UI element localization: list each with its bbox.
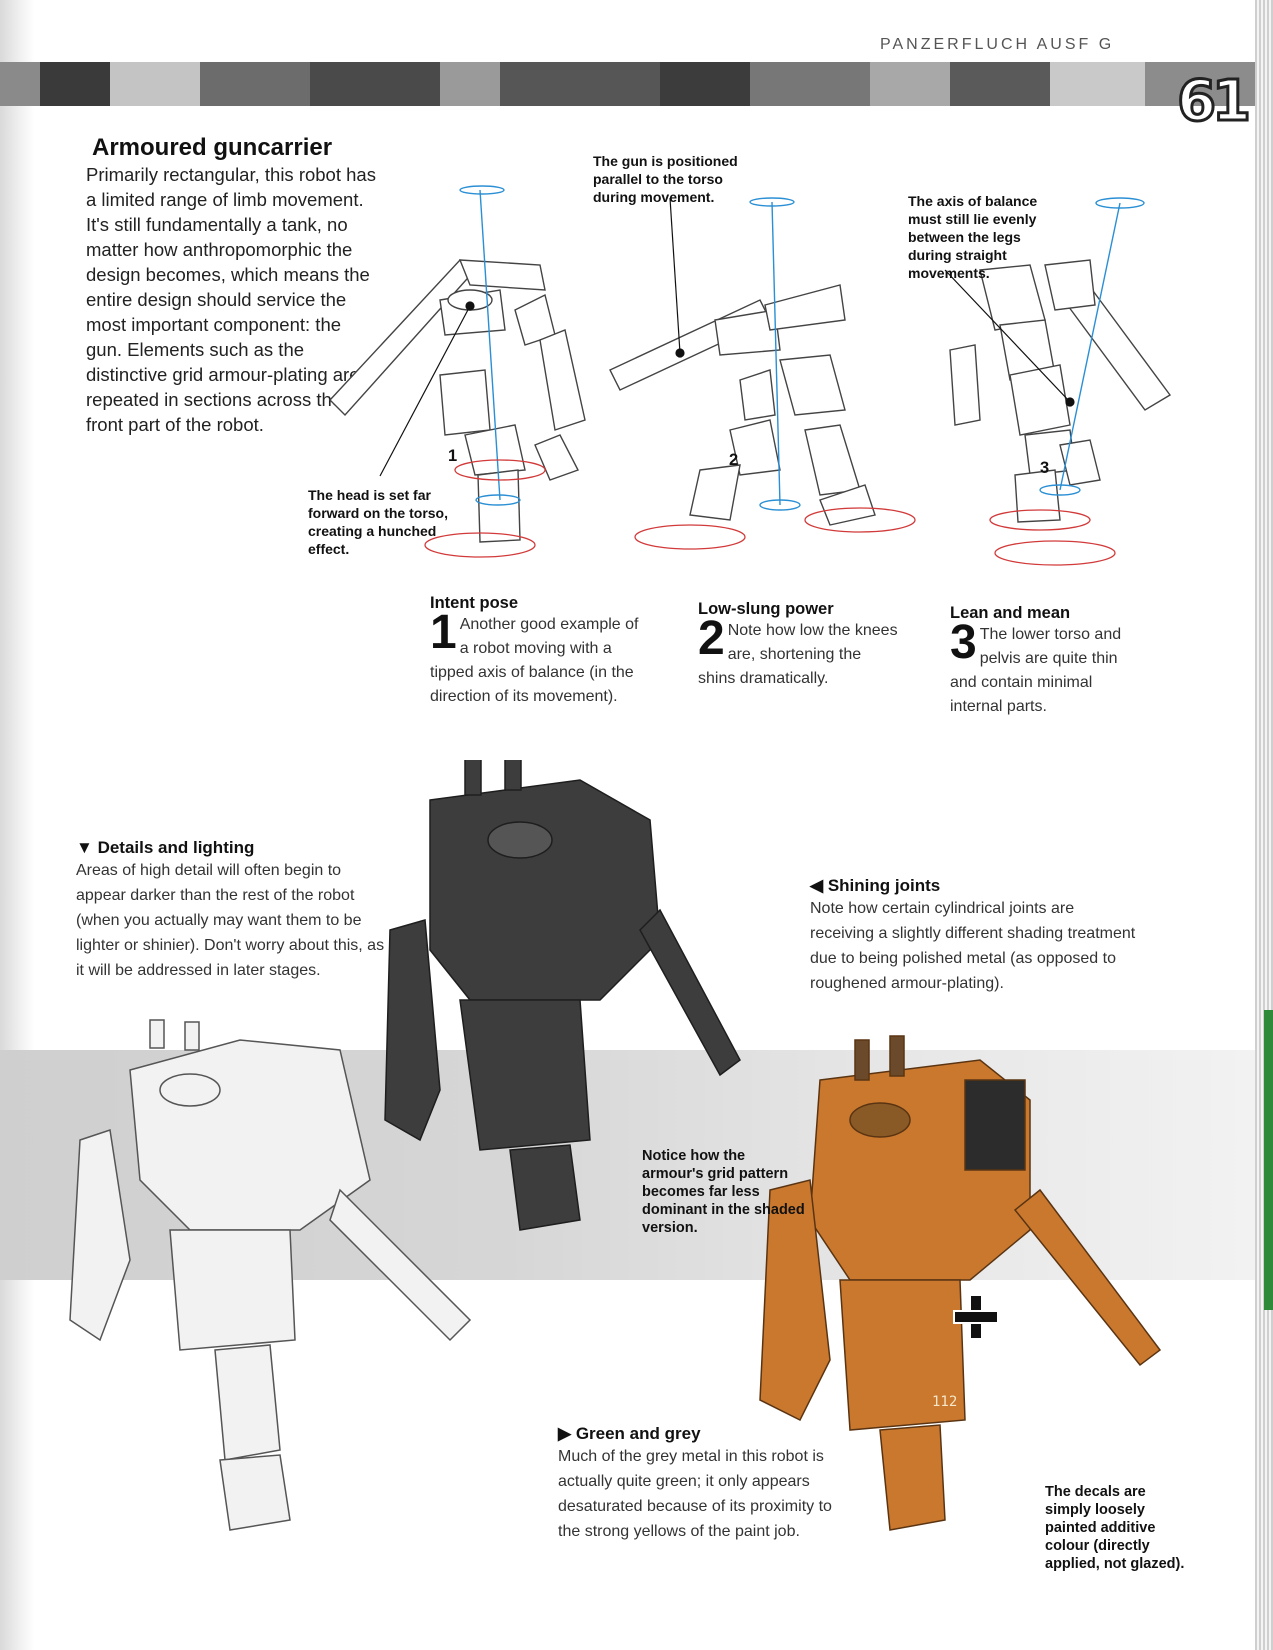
step-title: Low-slung power — [698, 600, 834, 618]
details-body: Areas of high detail will often begin to… — [76, 862, 385, 979]
joints-body: Note how certain cylindrical joints are … — [810, 900, 1136, 992]
intro-title: Armoured guncarrier — [92, 134, 333, 161]
gun-callout: The gun is positioned parallel to the to… — [593, 153, 738, 205]
green-grey-title: ▶ Green and grey — [558, 1424, 833, 1444]
joints-title: ◀ Shining joints — [810, 876, 1140, 896]
page-edge-tab — [1264, 1010, 1273, 1310]
step-number: 3 — [950, 616, 977, 669]
step-text: Note how low the knees are, shortening t… — [698, 622, 898, 687]
robot-renders — [69, 760, 1162, 1531]
step-3: Lean and mean 3 The lower torso and pelv… — [950, 604, 1140, 719]
painted-robot — [759, 1035, 1162, 1531]
sketch-label-3: 3 — [1040, 459, 1050, 477]
step-title: Intent pose — [430, 594, 519, 612]
decal-number: 112 — [932, 1394, 958, 1410]
lineart-robot — [69, 1019, 472, 1531]
step-number: 2 — [698, 612, 725, 665]
sketch-robot-2 — [609, 284, 876, 526]
details-title: ▼ Details and lighting — [76, 838, 386, 858]
decals-note: The decals are simply loosely painted ad… — [1045, 1484, 1185, 1572]
step-body: 2 Note how low the knees are, shortening… — [698, 612, 898, 691]
step-text: The lower torso and pelvis are quite thi… — [950, 626, 1122, 715]
details-section: ▼ Details and lighting Areas of high det… — [76, 838, 386, 983]
step-text: Another good example of a robot moving w… — [430, 616, 639, 705]
sketch-label-1: 1 — [448, 447, 458, 465]
sketch-robot-3 — [949, 259, 1172, 523]
balkenkreuz-decal — [953, 1294, 999, 1340]
header-band — [0, 62, 1255, 106]
axis-callout: The axis of balance must still lie evenl… — [908, 193, 1038, 281]
step-1: Intent pose 1 Another good example of a … — [430, 594, 640, 709]
ground-plane-ellipses — [424, 459, 1116, 566]
sketch-label-2: 2 — [729, 451, 739, 469]
step-title: Lean and mean — [950, 604, 1071, 622]
green-grey-section: ▶ Green and grey Much of the grey metal … — [558, 1424, 833, 1544]
down-triangle-icon: ▼ — [76, 838, 93, 857]
step-body: 1 Another good example of a robot moving… — [430, 606, 640, 709]
grid-note: Notice how the armour's grid pattern bec… — [642, 1148, 805, 1236]
step-number: 1 — [430, 606, 457, 659]
joints-title-text: Shining joints — [827, 876, 941, 895]
shaded-robot — [384, 760, 741, 1231]
left-triangle-icon: ◀ — [810, 876, 824, 895]
intro-body: Primarily rectangular, this robot has a … — [86, 164, 376, 435]
step-2: Low-slung power 2 Note how low the knees… — [698, 600, 898, 691]
right-triangle-icon: ▶ — [558, 1424, 572, 1443]
step-body: 3 The lower torso and pelvis are quite t… — [950, 616, 1140, 719]
pose-sketches — [329, 185, 1172, 566]
green-grey-body: Much of the grey metal in this robot is … — [558, 1448, 832, 1540]
green-grey-title-text: Green and grey — [575, 1424, 701, 1443]
head-callout: The head is set far forward on the torso… — [308, 487, 448, 557]
page-number: 61 — [1176, 69, 1253, 134]
axis-of-balance-lines — [459, 185, 1145, 511]
page-gutter — [0, 0, 34, 1650]
callout-leaders — [379, 197, 1075, 477]
running-head: PANZERFLUCH AUSF G — [880, 36, 1115, 53]
details-title-text: Details and lighting — [97, 838, 255, 857]
joints-section: ◀ Shining joints Note how certain cylind… — [810, 876, 1140, 996]
